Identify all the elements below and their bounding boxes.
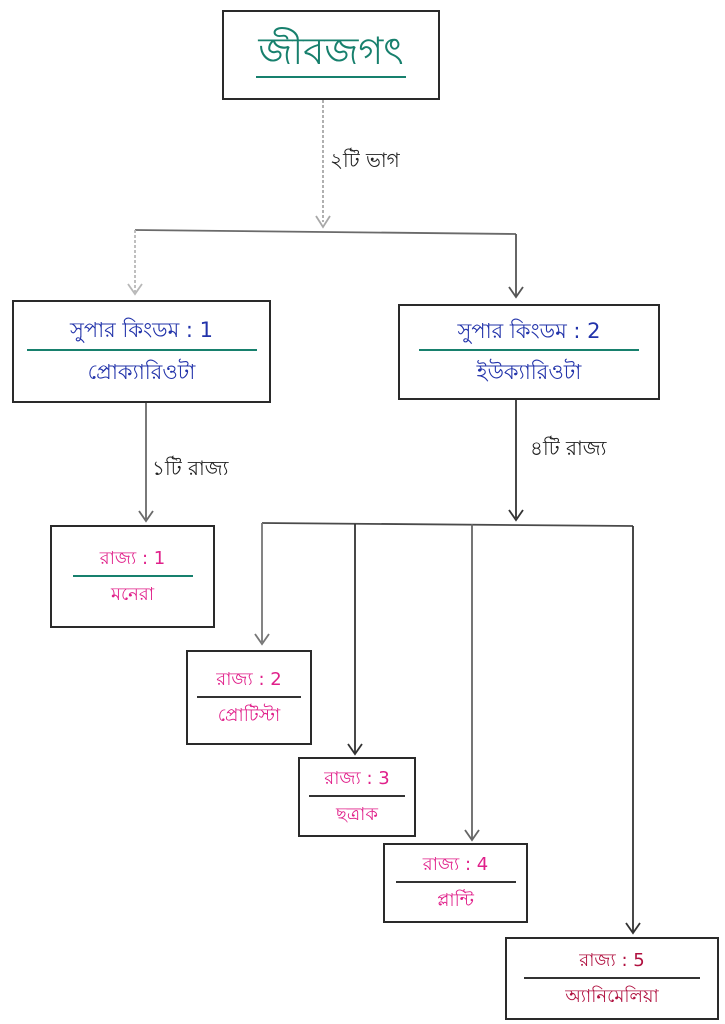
super-kingdom-2-divider xyxy=(419,349,639,351)
root-title: জীবজগৎ xyxy=(258,29,404,73)
kingdom-3-name: ছত্রাক xyxy=(336,804,378,825)
kingdom-1-node: রাজ্য : 1 মনেরা xyxy=(50,525,215,628)
arrowhead-super-kingdom-1 xyxy=(127,283,143,296)
kingdom-2-name: প্রোটিস্টা xyxy=(217,704,281,726)
kingdom-4-node: রাজ্য : 4 প্লান্টি xyxy=(383,843,528,923)
root-underline xyxy=(256,76,406,78)
super-kingdom-1-node: সুপার কিংডম : 1 প্রোক্যারিওটা xyxy=(12,300,271,403)
super-kingdom-2-node: সুপার কিংডম : 2 ইউক্যারিওটা xyxy=(398,304,660,400)
kingdom-3-node: রাজ্য : 3 ছত্রাক xyxy=(298,757,416,837)
connector-fanout-bar xyxy=(261,522,634,527)
arrowhead-kingdom-1 xyxy=(138,510,154,523)
super-kingdom-1-divider xyxy=(26,348,257,351)
kingdom-1-name: মনেরা xyxy=(110,583,155,605)
arrowhead-kingdom-2 xyxy=(254,633,270,646)
kingdom-5-node: রাজ্য : 5 অ্যানিমেলিয়া xyxy=(505,937,719,1020)
edge-label-super-kingdom-1: ১টি রাজ্য xyxy=(152,456,229,480)
super-kingdom-2-heading: সুপার কিংডম : 2 xyxy=(457,318,601,343)
edge-label-super-kingdom-2: ৪টি রাজ্য xyxy=(530,436,607,460)
connector-split-bar xyxy=(134,229,517,235)
edge-label-root-split: ২টি ভাগ xyxy=(330,148,400,172)
arrowhead-kingdom-3 xyxy=(347,743,363,756)
kingdom-1-heading: রাজ্য : 1 xyxy=(99,547,166,569)
super-kingdom-2-name: ইউক্যারিওটা xyxy=(476,360,582,384)
kingdom-5-heading: রাজ্য : 5 xyxy=(579,949,645,971)
super-kingdom-1-heading: সুপার কিংডম : 1 xyxy=(69,318,214,343)
arrowhead-kingdom-5 xyxy=(625,922,641,935)
kingdom-4-divider xyxy=(395,881,516,883)
kingdom-1-divider xyxy=(72,574,193,577)
super-kingdom-1-name: প্রোক্যারিওটা xyxy=(87,359,196,384)
kingdom-4-heading: রাজ্য : 4 xyxy=(422,854,489,876)
kingdom-2-heading: রাজ্য : 2 xyxy=(216,668,282,690)
kingdom-5-name: অ্যানিমেলিয়া xyxy=(565,985,659,1007)
arrowhead-kingdom-4 xyxy=(464,829,480,842)
root-node: জীবজগৎ xyxy=(222,10,440,100)
kingdom-2-divider xyxy=(197,695,301,698)
kingdom-5-divider xyxy=(524,976,700,979)
arrowhead-super-kingdom-2-stem xyxy=(508,509,524,522)
arrowhead-root-stem xyxy=(315,215,331,229)
kingdom-3-divider xyxy=(309,795,405,797)
kingdom-2-node: রাজ্য : 2 প্রোটিস্টা xyxy=(186,650,312,745)
kingdom-4-name: প্লান্টি xyxy=(437,890,474,911)
kingdom-3-heading: রাজ্য : 3 xyxy=(324,768,390,790)
arrowhead-super-kingdom-2 xyxy=(508,286,524,299)
